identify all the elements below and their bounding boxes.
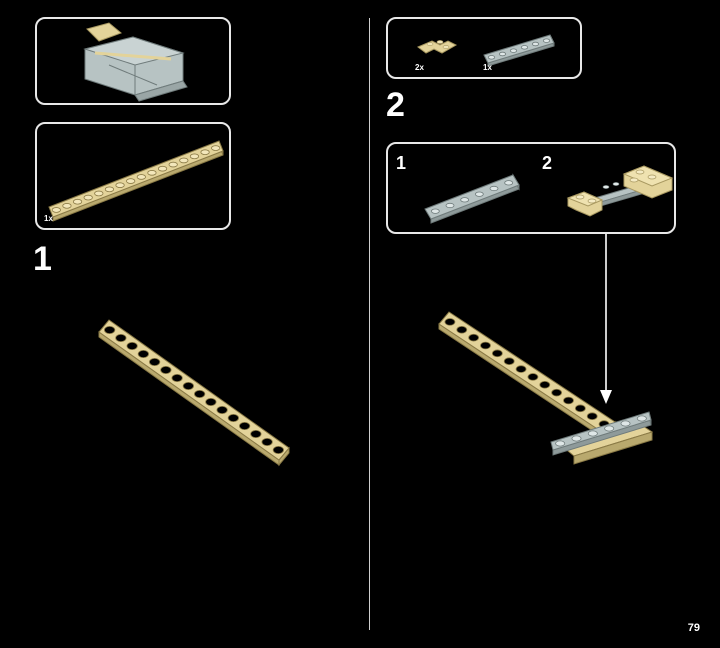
stud xyxy=(94,190,104,197)
stud xyxy=(149,357,161,366)
stud xyxy=(509,48,518,53)
substep2-assembly-illustration xyxy=(566,165,674,217)
stud xyxy=(51,207,61,213)
page-divider xyxy=(369,18,370,630)
stud xyxy=(126,178,136,184)
stud xyxy=(487,55,496,60)
stud xyxy=(636,415,647,422)
substep-number: 1 xyxy=(396,153,407,173)
stud xyxy=(527,373,539,381)
stud xyxy=(586,412,598,421)
stud xyxy=(62,203,72,209)
stud xyxy=(604,425,615,432)
stud xyxy=(539,380,551,389)
stud xyxy=(250,429,262,438)
stud xyxy=(571,435,582,442)
stud xyxy=(503,357,515,366)
stud xyxy=(460,197,470,203)
stud xyxy=(515,365,527,373)
stud xyxy=(200,149,210,155)
stud xyxy=(182,381,194,390)
stud xyxy=(239,421,251,430)
stud xyxy=(115,182,125,188)
stud xyxy=(489,185,499,192)
stud xyxy=(136,174,146,180)
stud xyxy=(261,437,273,446)
stud xyxy=(480,341,491,350)
stud xyxy=(430,208,440,214)
stud xyxy=(542,38,551,43)
stud xyxy=(587,430,598,437)
stud xyxy=(194,389,206,398)
tan-plate-part-illustration xyxy=(48,140,224,222)
tan-bracket-part-illustration xyxy=(417,40,458,54)
step-number: 1 xyxy=(33,240,52,278)
stud xyxy=(445,202,455,209)
page-number: 79 xyxy=(687,622,700,634)
stud xyxy=(531,41,540,47)
part-quantity-label: 2x xyxy=(415,63,424,72)
stud xyxy=(104,325,116,334)
stud xyxy=(205,397,217,406)
parts-callout-box: 1x xyxy=(35,122,231,230)
stud xyxy=(272,445,284,454)
stud xyxy=(563,396,574,405)
part-quantity-label: 1x xyxy=(483,63,492,72)
stud xyxy=(520,45,529,50)
stud xyxy=(551,388,563,397)
stud xyxy=(83,194,93,201)
stud xyxy=(189,153,200,160)
substep1-gray-plate-illustration xyxy=(424,173,520,224)
substep-number: 2 xyxy=(542,153,553,173)
stud xyxy=(504,180,514,186)
stud xyxy=(171,373,183,382)
stud xyxy=(168,161,178,168)
stud xyxy=(160,365,172,374)
stud xyxy=(147,170,157,176)
stud xyxy=(216,405,228,414)
stud xyxy=(456,325,468,334)
stud xyxy=(491,349,503,358)
stud xyxy=(104,186,115,193)
step1-tan-plate-illustration xyxy=(98,319,290,467)
previous-assembly-box xyxy=(35,17,231,105)
stud xyxy=(126,341,138,350)
stud xyxy=(157,165,168,172)
previous-assembly-illustration xyxy=(83,22,188,102)
part-quantity-label: 1x xyxy=(44,214,53,223)
stud xyxy=(179,157,189,164)
stud xyxy=(620,420,631,427)
stud xyxy=(574,404,586,413)
substep-callout-box: 1 2 xyxy=(386,142,676,234)
step-number: 2 xyxy=(386,86,405,124)
parts-callout-box: 2x 1x xyxy=(386,17,582,79)
stud xyxy=(498,51,507,57)
gray-plate-part-illustration xyxy=(483,34,555,67)
stud xyxy=(115,333,127,342)
stud xyxy=(474,191,484,197)
stud xyxy=(137,349,149,358)
stud xyxy=(468,333,480,342)
stud xyxy=(555,440,566,447)
stud xyxy=(211,145,221,151)
stud xyxy=(72,198,83,205)
stud xyxy=(444,318,456,326)
stud xyxy=(227,413,239,422)
